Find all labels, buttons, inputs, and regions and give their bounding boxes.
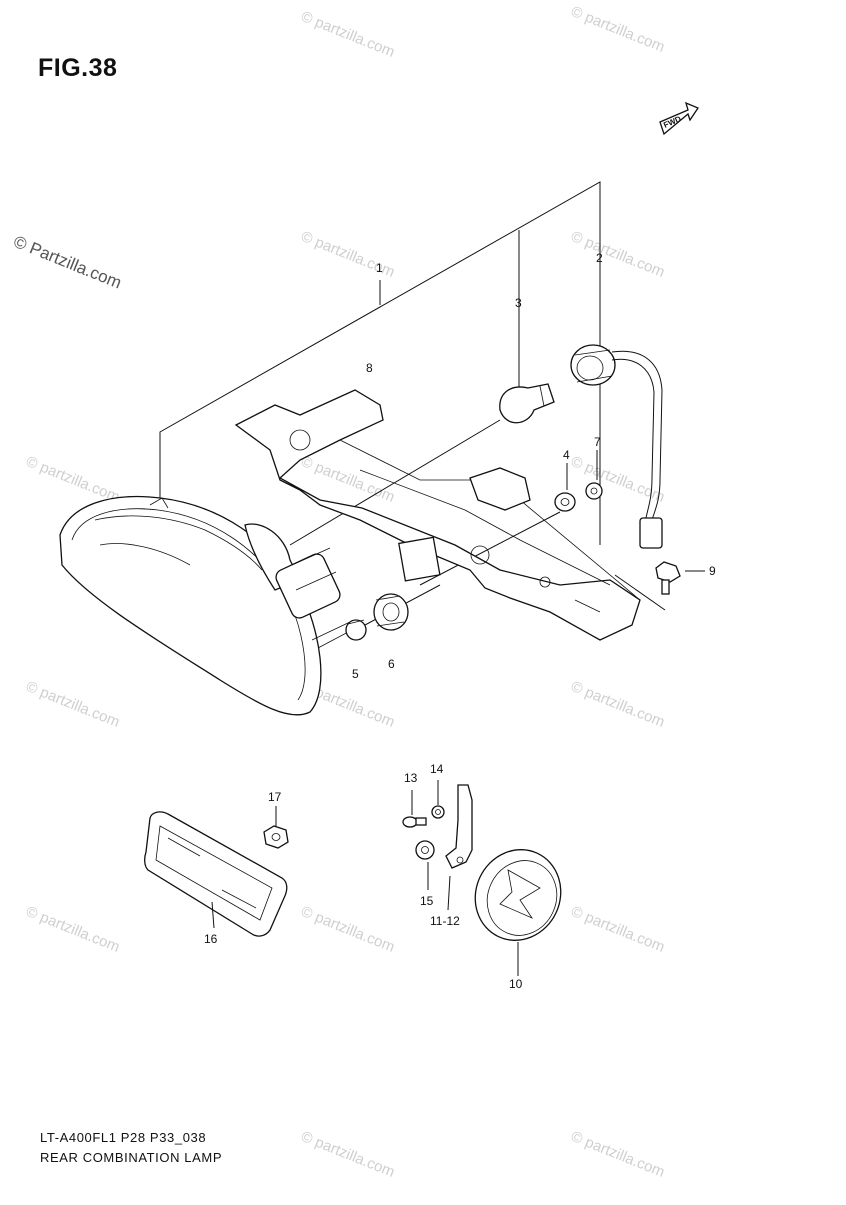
callout-9: 9: [709, 564, 716, 578]
callout-5: 5: [352, 667, 359, 681]
callout-7: 7: [594, 435, 601, 449]
small-screw: [402, 816, 427, 828]
watermark: © partzilla.com: [24, 453, 123, 506]
callout-3: 3: [515, 296, 522, 310]
watermark: © partzilla.com: [299, 1128, 398, 1181]
watermark: © partzilla.com: [24, 678, 123, 731]
watermark: © partzilla.com: [569, 903, 668, 956]
license-lamp: [474, 849, 562, 941]
washer: [554, 492, 576, 512]
figure-caption: REAR COMBINATION LAMP: [40, 1150, 223, 1165]
bulb-socket: [570, 344, 663, 549]
bulb: [499, 383, 555, 424]
watermark: © partzilla.com: [569, 3, 668, 56]
callout-2: 2: [596, 251, 603, 265]
callout-17: 17: [268, 790, 282, 804]
figure-title: FIG.38: [38, 54, 118, 82]
callout-4: 4: [563, 448, 570, 462]
watermark: © partzilla.com: [299, 8, 398, 61]
callout-14: 14: [430, 762, 444, 776]
callout-16: 16: [204, 932, 218, 946]
nut: [585, 482, 603, 500]
callout-11-12: 11-12: [430, 914, 460, 928]
small-nut: [431, 805, 445, 819]
cushion: [345, 619, 367, 641]
callout-labels: 1 2 3 4 5 6 7 8 9 10 11-12 13 14 15 16 1…: [204, 251, 716, 991]
callout-13: 13: [404, 771, 418, 785]
callout-8: 8: [366, 361, 373, 375]
callout-10: 10: [509, 977, 523, 991]
reflector-nut: [263, 825, 289, 849]
mounting-bracket: [234, 389, 641, 641]
license-bracket: [445, 784, 473, 869]
forward-arrow-icon: FWD: [659, 101, 699, 136]
lamp-housing: [59, 495, 353, 716]
callout-15: 15: [420, 894, 434, 908]
watermark: © partzilla.com: [569, 1128, 668, 1181]
watermark: © partzilla.com: [299, 903, 398, 956]
callout-6: 6: [388, 657, 395, 671]
grommet: [373, 593, 409, 631]
watermark: © partzilla.com: [569, 678, 668, 731]
watermark: © partzilla.com: [24, 903, 123, 956]
watermark: © partzilla.com: [569, 228, 668, 281]
callout-1: 1: [376, 261, 383, 275]
small-washer: [415, 840, 435, 860]
reflector: [144, 811, 288, 937]
screw: [655, 561, 681, 595]
model-code: LT-A400FL1 P28 P33_038: [40, 1130, 207, 1145]
lower-leader-lines: [211, 780, 519, 976]
